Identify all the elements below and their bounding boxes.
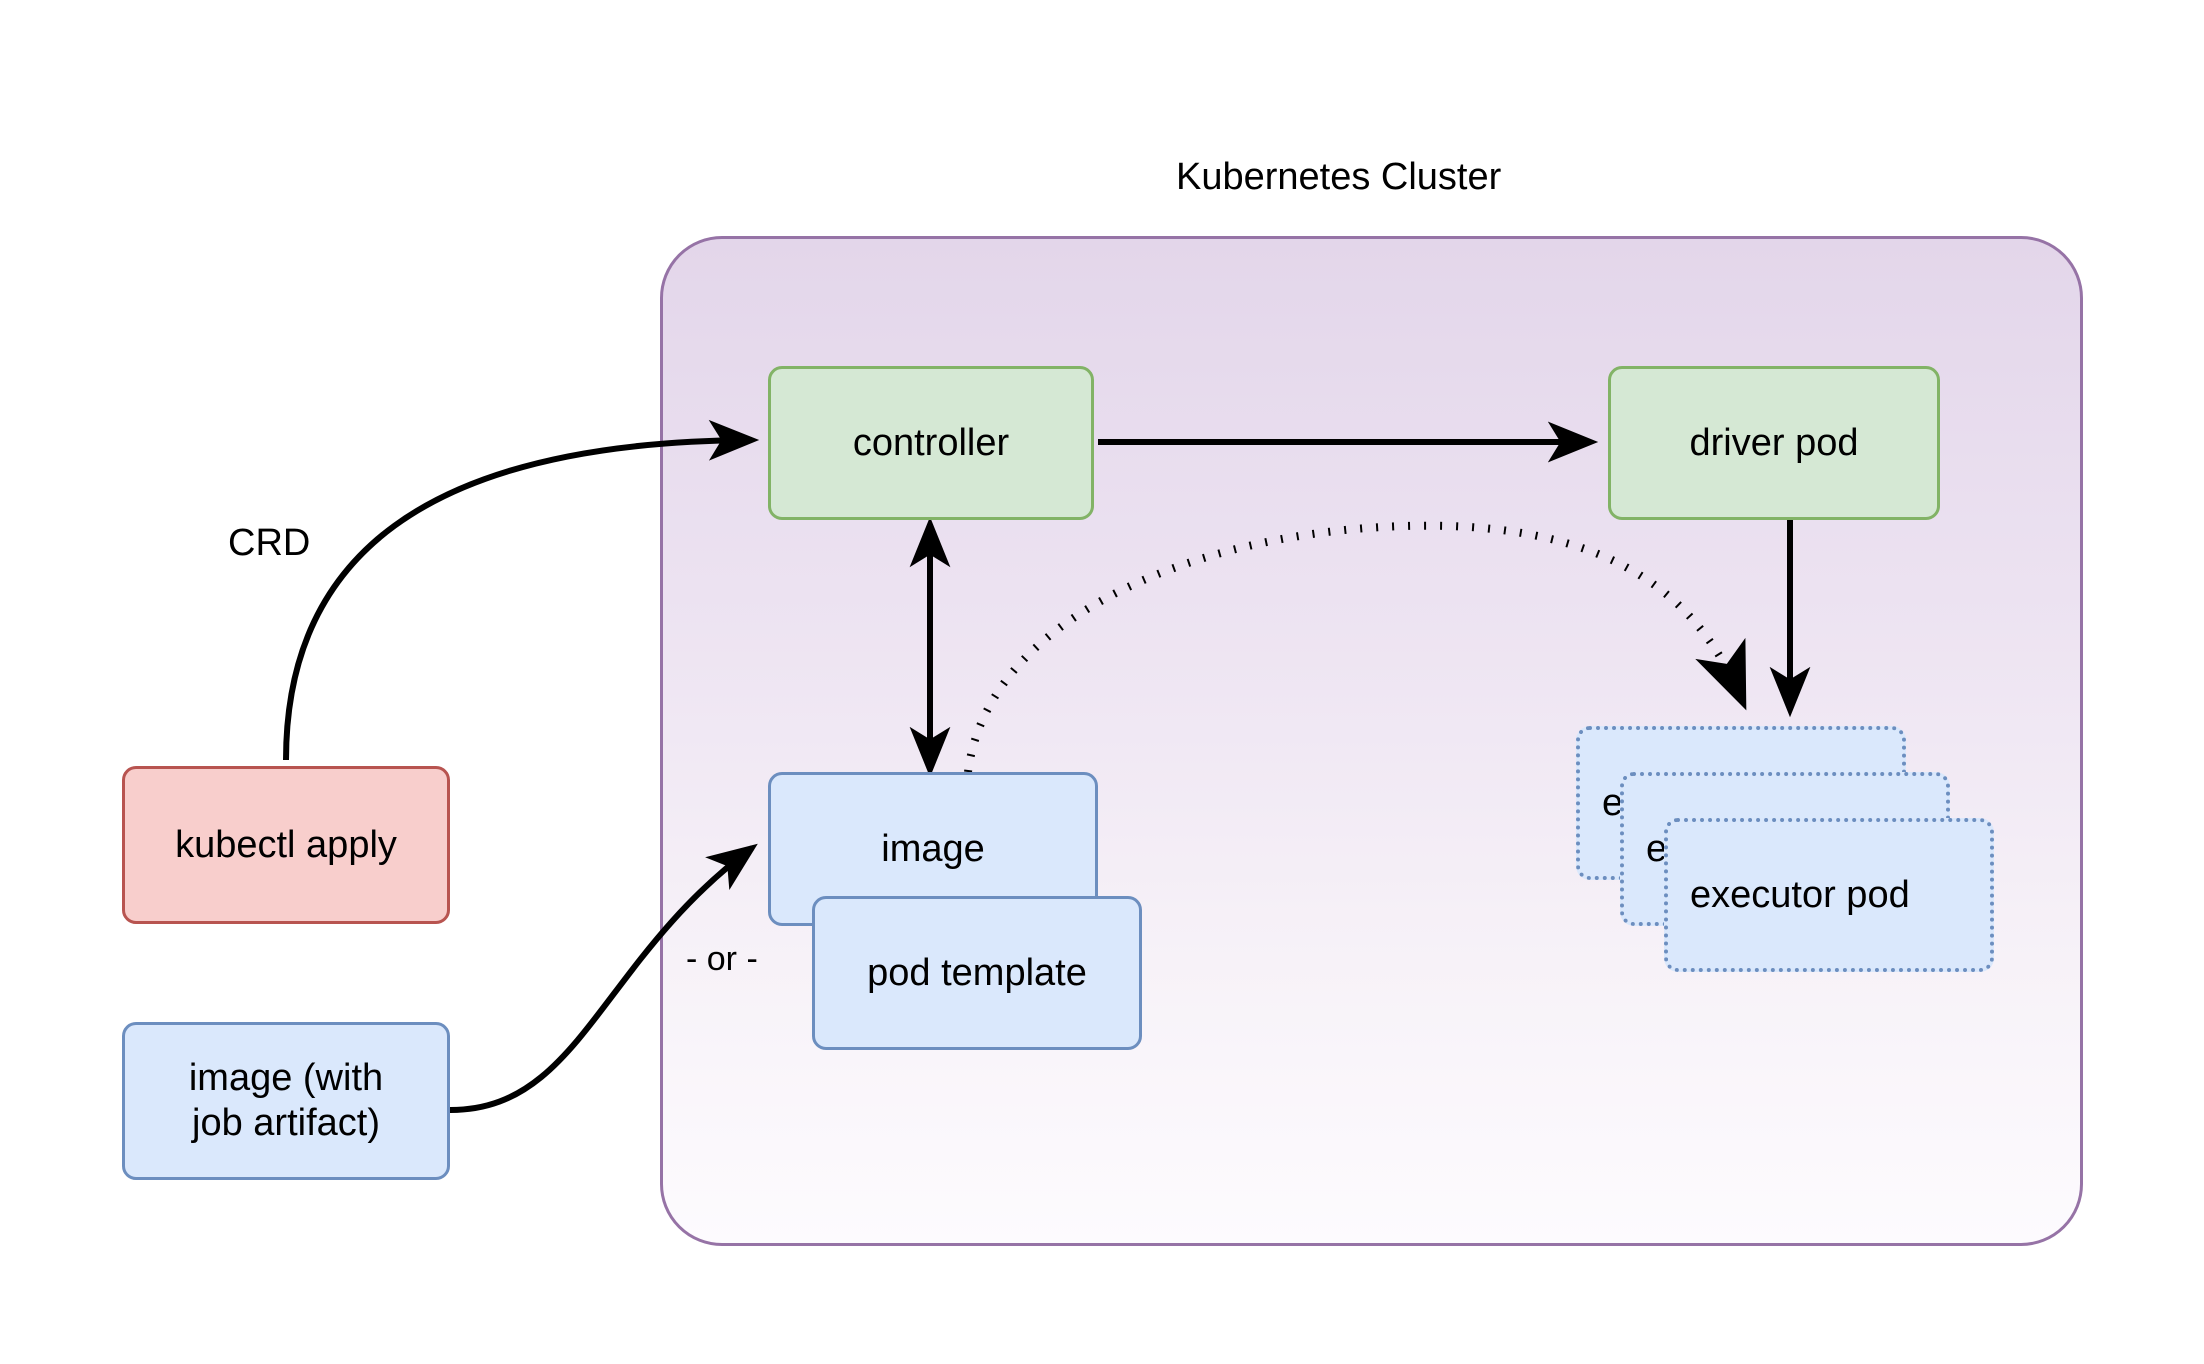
edge-image-to-executor <box>964 521 1747 773</box>
node-controller[interactable]: controller <box>768 366 1094 520</box>
node-executor-pod-front[interactable]: executor pod <box>1664 818 1994 972</box>
node-driver-pod[interactable]: driver pod <box>1608 366 1940 520</box>
edge-label-or: - or - <box>686 940 758 978</box>
edge-kubectl-to-controller <box>283 419 760 761</box>
node-image-with-job-artifact[interactable]: image (with job artifact) <box>122 1022 450 1180</box>
cluster-title: Kubernetes Cluster <box>1176 156 1502 198</box>
node-executor-pod-front-label: executor pod <box>1690 873 1910 916</box>
node-kubectl-apply-label: kubectl apply <box>175 823 397 866</box>
node-image-artifact-line1: image (with <box>188 1057 384 1100</box>
node-image-label: image <box>881 827 985 870</box>
node-kubectl-apply[interactable]: kubectl apply <box>122 766 450 924</box>
node-driver-pod-label: driver pod <box>1689 421 1859 464</box>
edge-artifact-to-image <box>447 843 758 1114</box>
node-image-artifact-line2: job artifact) <box>192 1102 380 1144</box>
node-controller-label: controller <box>852 421 1010 464</box>
node-pod-template-label: pod template <box>867 951 1087 994</box>
node-pod-template[interactable]: pod template <box>812 896 1142 1050</box>
edge-label-crd: CRD <box>228 522 311 564</box>
